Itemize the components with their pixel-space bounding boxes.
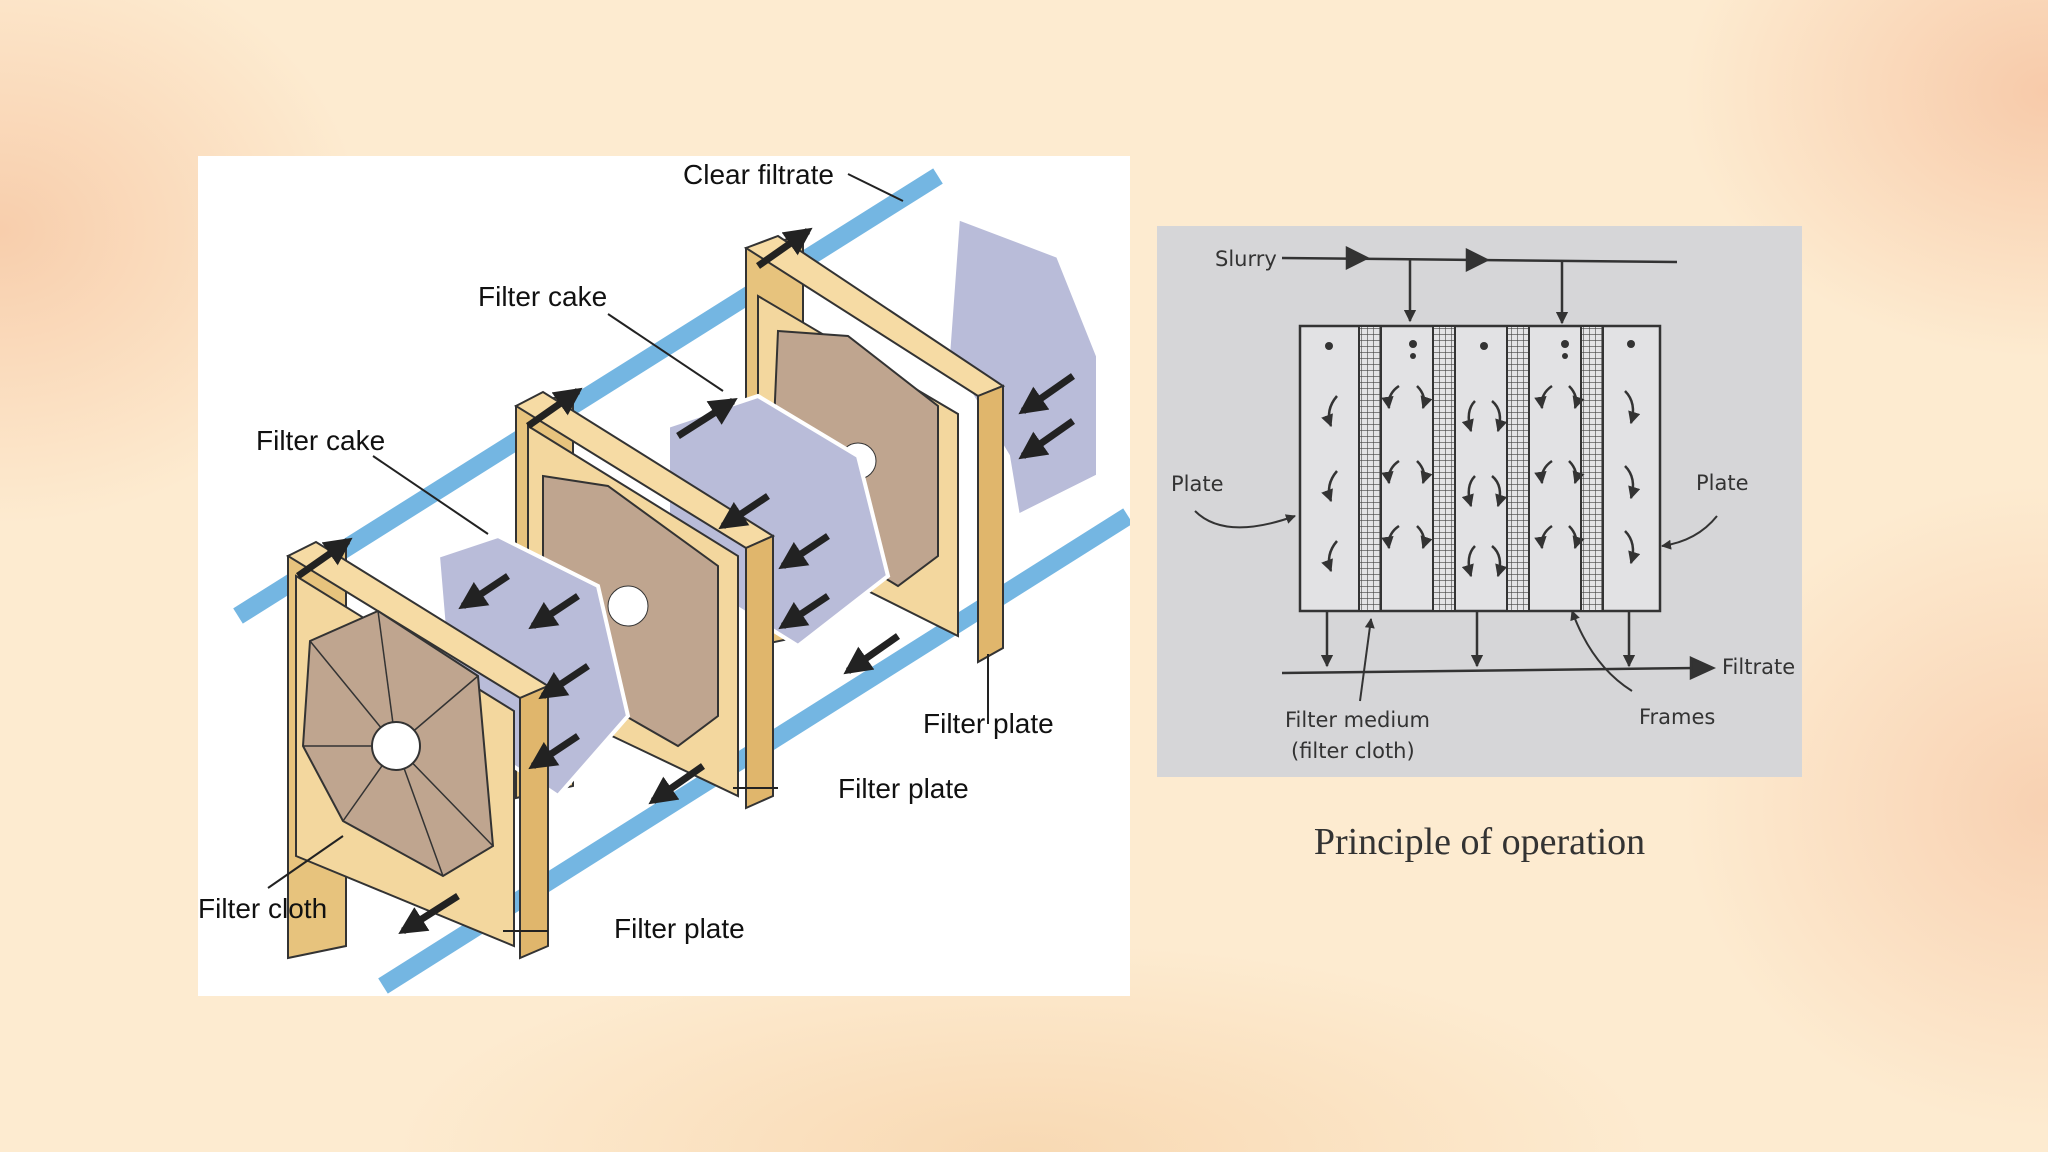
label-filter-plate-middle: Filter plate: [838, 773, 969, 804]
filter-medium-4: [1580, 325, 1604, 612]
filter-medium-2: [1432, 325, 1456, 612]
filter-press-svg: Clear filtrate Filter cake Filter cake F…: [198, 159, 1130, 994]
slurry-dots: [1325, 340, 1635, 359]
label-plate-left: Plate: [1171, 472, 1224, 496]
label-filter-cloth: Filter cloth: [198, 893, 327, 924]
leader-lines: [267, 173, 989, 932]
label-filter-medium: Filter medium: [1285, 708, 1430, 732]
principle-schematic-svg: Slurry Plate Plate Filtrate Filter mediu…: [1171, 245, 1795, 763]
filter-medium-3: [1506, 325, 1530, 612]
label-filter-plate-right: Filter plate: [923, 708, 1054, 739]
label-filter-plate-bottom: Filter plate: [614, 913, 745, 944]
filter-medium-1: [1358, 325, 1382, 612]
label-slurry: Slurry: [1215, 247, 1277, 271]
flow-arrows: [295, 227, 1076, 935]
slurry-line: [1281, 245, 1678, 325]
top-pipe: [233, 168, 943, 624]
label-filter-cake-left: Filter cake: [256, 425, 385, 456]
label-filtrate: Filtrate: [1722, 655, 1795, 679]
schematic-leaders: [1194, 510, 1718, 702]
label-frames: Frames: [1639, 705, 1715, 729]
filter-press-illustration: Clear filtrate Filter cake Filter cake F…: [198, 156, 1130, 996]
label-clear-filtrate: Clear filtrate: [683, 159, 834, 190]
caption-principle: Principle of operation: [1313, 821, 1646, 863]
flow-curves: [1321, 384, 1641, 578]
chamber-box: [1298, 324, 1662, 613]
label-filter-cloth-paren: (filter cloth): [1291, 739, 1415, 763]
filtrate-line: [1281, 611, 1717, 680]
principle-schematic: Slurry Plate Plate Filtrate Filter mediu…: [1157, 226, 1802, 777]
frame-front: [285, 540, 551, 960]
label-filter-cake-top: Filter cake: [478, 281, 607, 312]
label-plate-right: Plate: [1696, 471, 1749, 495]
